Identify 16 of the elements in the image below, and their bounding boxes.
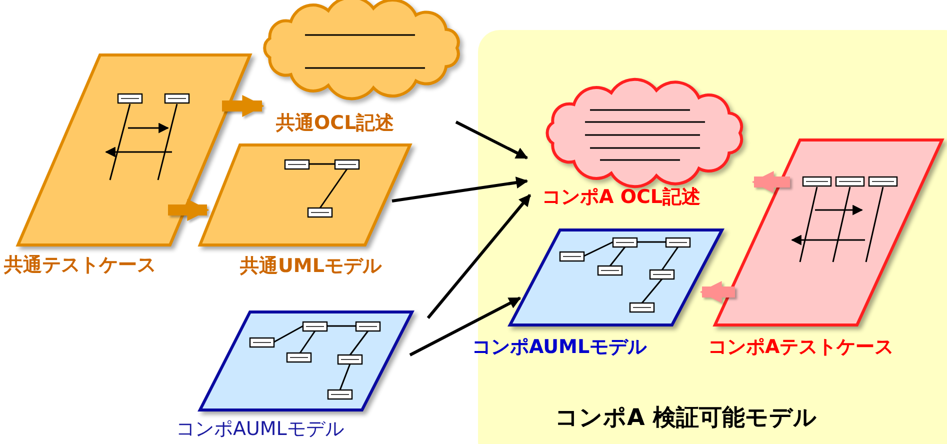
node-label: コンポA OCL記述 [542, 185, 701, 210]
arrow [426, 194, 532, 319]
block-arrow [222, 95, 264, 117]
arrow [409, 296, 522, 356]
node-label: 共通UMLモデル [240, 254, 382, 279]
arrow [455, 120, 528, 160]
node-label: コンポAテストケース [708, 335, 894, 360]
arrow [392, 176, 528, 202]
block-arrow [752, 171, 790, 193]
node-label: 共通テストケース [4, 253, 156, 278]
block-arrow [168, 199, 210, 221]
node-label: コンポA 検証可能モデル [555, 404, 817, 433]
node-label: コンポAUMLモデル [472, 335, 647, 360]
node-label: 共通OCL記述 [276, 111, 394, 136]
block-arrow [700, 281, 735, 303]
node-label: コンポAUMLモデル [176, 417, 344, 442]
